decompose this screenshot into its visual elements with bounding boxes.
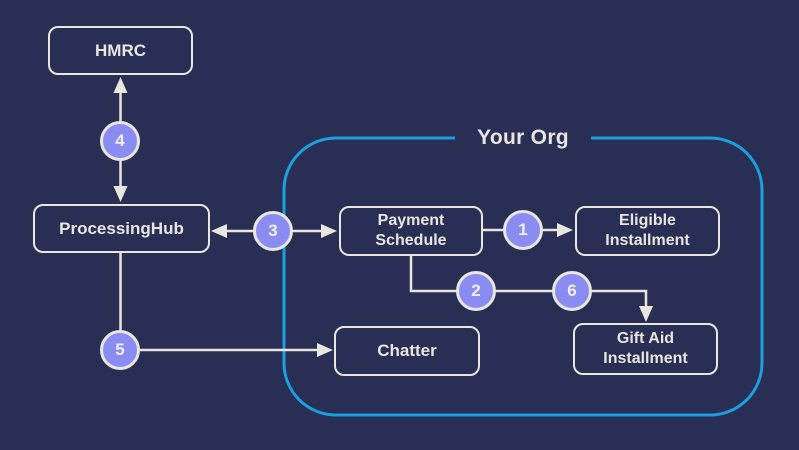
step-badge-4: 4: [100, 121, 140, 161]
node-chatter: Chatter: [334, 326, 480, 376]
step-badge-6: 6: [552, 271, 592, 311]
node-payment-schedule-label: Payment Schedule: [375, 212, 447, 249]
arrow-paymentschedule-giftaidinstallment: [409, 256, 653, 322]
node-payment-schedule: Payment Schedule: [339, 206, 483, 256]
node-chatter-label: Chatter: [377, 341, 437, 360]
step-badge-3: 3: [253, 211, 293, 251]
node-processing-hub-label: ProcessingHub: [59, 218, 184, 238]
node-processing-hub: ProcessingHub: [33, 204, 210, 253]
your-org-label: Your Org: [455, 123, 591, 153]
node-gift-aid-installment: Gift Aid Installment: [573, 323, 718, 375]
step-badge-1: 1: [503, 210, 543, 250]
node-hmrc-label: HMRC: [95, 40, 146, 60]
step-badge-5: 5: [100, 330, 140, 370]
node-gift-aid-installment-label: Gift Aid Installment: [603, 330, 688, 367]
step-badge-2: 2: [456, 271, 496, 311]
node-hmrc: HMRC: [48, 26, 193, 75]
node-eligible-installment: Eligible Installment: [575, 206, 720, 256]
arrow-processinghub-chatter: [119, 253, 333, 357]
node-eligible-installment-label: Eligible Installment: [605, 212, 690, 249]
